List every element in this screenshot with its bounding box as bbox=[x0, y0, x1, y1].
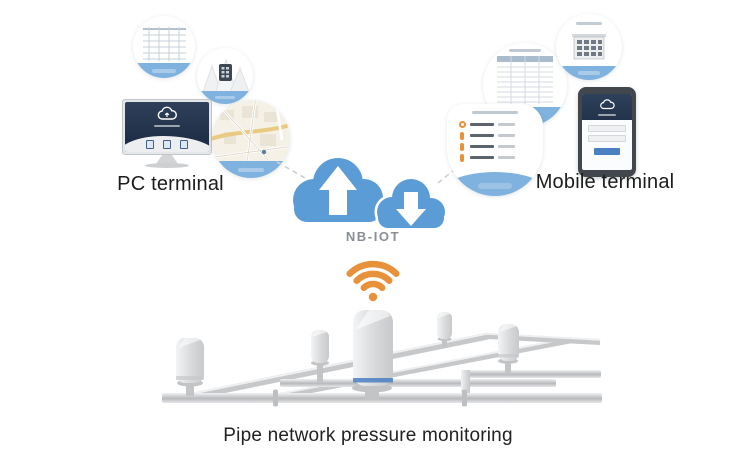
alarm-row bbox=[447, 152, 543, 163]
pc-map-bubble bbox=[212, 100, 290, 178]
bubble-caption-bar bbox=[215, 96, 235, 99]
mid-pipe bbox=[280, 379, 556, 387]
alarm-row bbox=[447, 141, 543, 152]
app-icon bbox=[146, 140, 154, 149]
phone-screen bbox=[582, 94, 632, 170]
pipe-network bbox=[162, 307, 602, 407]
building-icon bbox=[572, 22, 606, 60]
bubble-caption-bar bbox=[238, 167, 264, 172]
monitor-stand-neck bbox=[156, 155, 178, 164]
mobile-terminal-label: Mobile terminal bbox=[535, 171, 675, 193]
alarm-value-bar bbox=[498, 123, 515, 126]
nbiot-label: NB-IOT bbox=[345, 229, 401, 244]
bubble-caption-bar bbox=[478, 183, 512, 189]
alarm-row bbox=[447, 130, 543, 141]
cloud-logo-icon bbox=[157, 106, 177, 120]
cloud-layer bbox=[276, 156, 471, 231]
password-field-bar bbox=[588, 135, 626, 142]
pc-data-logger-bubble bbox=[197, 48, 253, 104]
cloud-logo-icon bbox=[600, 98, 615, 109]
alarm-value-bar bbox=[498, 145, 515, 148]
front-pipe bbox=[162, 389, 602, 407]
bubble-band bbox=[212, 161, 290, 178]
bubble-band bbox=[447, 172, 543, 196]
app-icon bbox=[180, 140, 188, 149]
pressure-sensor bbox=[176, 334, 204, 396]
upload-arrow bbox=[319, 166, 357, 190]
alarm-text-bar bbox=[470, 156, 494, 159]
monitor-screen bbox=[125, 102, 209, 152]
data-table-icon bbox=[497, 49, 553, 104]
desktop-monitor bbox=[122, 99, 212, 155]
monitor-stand-base bbox=[145, 163, 189, 168]
alarm-status-icon bbox=[460, 153, 464, 162]
alarm-status-icon bbox=[460, 142, 464, 151]
wifi-signal-icon bbox=[346, 260, 400, 302]
bubble-band bbox=[133, 63, 195, 78]
sensor-blue-ring bbox=[353, 378, 393, 383]
alarm-value-bar bbox=[498, 134, 515, 137]
mobile-building-bubble bbox=[556, 14, 622, 80]
alarm-value-bar bbox=[498, 156, 515, 159]
pc-data-table-bubble bbox=[133, 16, 195, 78]
alarm-text-bar bbox=[470, 145, 494, 148]
cloud-download-icon bbox=[374, 176, 448, 231]
smartphone bbox=[578, 87, 636, 177]
screen-app-icons bbox=[125, 140, 209, 149]
pressure-sensor bbox=[498, 321, 519, 374]
pipe-flange bbox=[462, 389, 467, 407]
caption-label: Pipe network pressure monitoring bbox=[223, 425, 513, 446]
pc-terminal-label: PC terminal bbox=[117, 173, 224, 195]
bubble-caption-bar bbox=[152, 68, 176, 73]
bubble-band bbox=[556, 66, 622, 80]
download-arrow bbox=[396, 209, 426, 226]
screen-title-bar bbox=[154, 125, 180, 127]
cloud-upload-icon bbox=[293, 158, 383, 222]
alarm-status-icon bbox=[459, 121, 466, 128]
alarm-text-bar bbox=[470, 134, 494, 137]
phone-header bbox=[582, 94, 632, 120]
alarm-text-bar bbox=[470, 123, 494, 126]
connector-map-to-cloud bbox=[276, 161, 313, 183]
login-button-bar bbox=[594, 148, 620, 155]
data-table-icon bbox=[143, 27, 186, 61]
pressure-sensor bbox=[311, 328, 329, 382]
right-branch-pipe bbox=[461, 370, 601, 400]
pipe-flange bbox=[273, 389, 278, 407]
pressure-sensor-main bbox=[352, 307, 393, 400]
mobile-alarm-list-bubble bbox=[447, 104, 543, 196]
alarm-title-bar bbox=[472, 111, 518, 114]
username-field-bar bbox=[588, 125, 626, 132]
phone-title-bar bbox=[598, 113, 616, 116]
bubble-caption-bar bbox=[578, 71, 600, 75]
pressure-sensor bbox=[437, 311, 452, 348]
alarm-row bbox=[447, 119, 543, 130]
app-icon bbox=[163, 140, 171, 149]
alarm-status-icon bbox=[460, 131, 464, 140]
